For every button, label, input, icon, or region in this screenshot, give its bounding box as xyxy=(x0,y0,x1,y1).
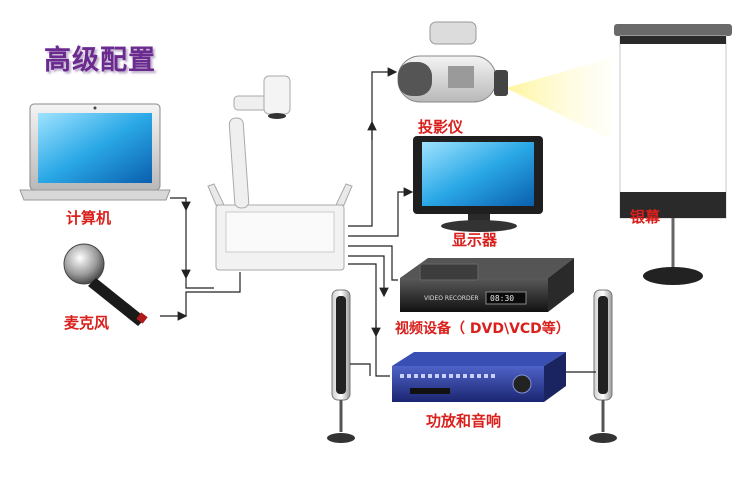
amplifier-icon xyxy=(392,352,566,402)
label-monitor: 显示器 xyxy=(452,231,498,249)
microphone-icon xyxy=(63,243,148,326)
projection-screen-icon xyxy=(614,24,732,285)
label-microphone: 麦克风 xyxy=(64,314,110,332)
left-speaker-icon xyxy=(327,289,355,443)
label-screen: 银幕 xyxy=(630,208,661,226)
label-video-device: 视频设备（ DVD\VCD等） xyxy=(395,321,570,337)
label-projector: 投影仪 xyxy=(418,118,464,136)
label-amplifier: 功放和音响 xyxy=(426,412,502,430)
connector-lines xyxy=(160,67,596,377)
recorder-time: 08:30 xyxy=(490,294,514,303)
monitor-icon xyxy=(413,136,543,232)
label-computer: 计算机 xyxy=(66,209,112,227)
video-recorder-icon: VIDEO RECORDER 08:30 xyxy=(400,258,574,312)
right-speaker-icon xyxy=(589,289,617,443)
projector-icon xyxy=(397,21,612,140)
diagram-title: 高级配置 xyxy=(44,45,156,76)
recorder-label: VIDEO RECORDER xyxy=(424,295,479,302)
document-camera-icon xyxy=(207,75,353,271)
laptop-icon xyxy=(19,103,171,201)
